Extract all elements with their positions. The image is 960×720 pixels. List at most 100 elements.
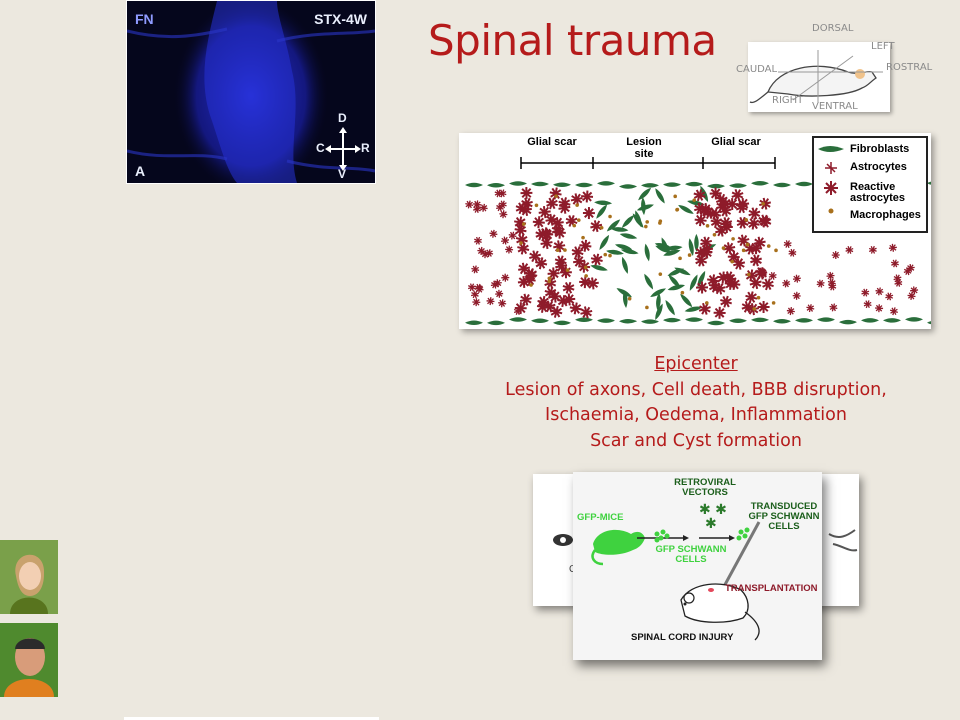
label-gfp-schwann-cells: GFP SCHWANN CELLS bbox=[651, 545, 731, 565]
astrocyte-cell bbox=[470, 264, 481, 275]
legend-fibroblasts: Fibroblasts bbox=[850, 144, 909, 155]
astrocyte-cell bbox=[467, 282, 478, 293]
label-transduced-cells: TRANSDUCED GFP SCHWANN CELLS bbox=[747, 502, 821, 532]
macrophage-cell bbox=[645, 220, 649, 224]
fibroblast-cell bbox=[575, 183, 593, 188]
astrocyte-cell bbox=[489, 229, 498, 238]
astrocyte-cell bbox=[498, 299, 507, 308]
macrophage-cell bbox=[584, 266, 588, 270]
fibroblast-cell bbox=[594, 203, 608, 220]
astrocyte-cell bbox=[815, 278, 826, 289]
fibroblast-cell bbox=[553, 321, 571, 326]
orient-caudal: CAUDAL bbox=[736, 64, 777, 75]
fibroblast-cell bbox=[751, 318, 769, 323]
astrocyte-cell bbox=[786, 307, 795, 316]
fibroblast-cell bbox=[663, 318, 681, 323]
axis-label-caudal: C bbox=[316, 141, 325, 155]
legend-box: Fibroblasts Astrocytes Reactive astrocyt… bbox=[812, 136, 928, 233]
macrophage-cell bbox=[556, 248, 560, 252]
astrocyte-cell bbox=[787, 247, 798, 258]
panel-label: A bbox=[135, 163, 145, 179]
astrocyte-cell bbox=[583, 207, 595, 219]
macrophage-cell bbox=[554, 194, 558, 198]
astrocyte-cell bbox=[758, 301, 770, 313]
fibroblast-cell bbox=[677, 203, 695, 216]
legend-astrocytes: Astrocytes bbox=[850, 162, 907, 173]
fibroblast-cell bbox=[707, 321, 725, 326]
macrophage-cell bbox=[744, 218, 748, 222]
svg-text:✱: ✱ bbox=[705, 516, 717, 532]
astrocyte-cell bbox=[500, 236, 509, 245]
macrophage-cell bbox=[519, 241, 523, 245]
fibroblast-cell bbox=[598, 234, 611, 252]
astrocyte-cell bbox=[564, 213, 580, 229]
fibroblast-cell bbox=[619, 232, 638, 241]
fibroblast-cell bbox=[619, 184, 637, 189]
label-spinal-cord-injury: SPINAL CORD INJURY bbox=[631, 633, 733, 643]
astrocyte-cell bbox=[793, 292, 801, 300]
astrocyte-cell bbox=[485, 296, 496, 307]
astrocyte-cell bbox=[868, 245, 879, 256]
astrocyte-cell bbox=[889, 306, 899, 316]
fibroblast-cell bbox=[729, 319, 747, 324]
axis-label-rostral: R bbox=[361, 141, 370, 155]
fibroblast-cell bbox=[620, 256, 630, 275]
fibroblast-cell bbox=[553, 183, 571, 188]
axis-label-dorsal: D bbox=[338, 111, 347, 125]
macrophage-cell bbox=[535, 203, 539, 207]
astrocyte-cell bbox=[499, 210, 508, 219]
macrophage-cell bbox=[731, 237, 735, 241]
orient-right: RIGHT bbox=[772, 95, 803, 106]
macrophage-cell bbox=[705, 301, 709, 305]
fibroblast-cell bbox=[594, 200, 612, 206]
macrophage-cell bbox=[713, 233, 717, 237]
macrophage-cell bbox=[628, 297, 632, 301]
fibroblast-cell bbox=[883, 318, 901, 323]
fibroblast-cell bbox=[597, 181, 615, 186]
astrocyte-cell bbox=[579, 305, 593, 319]
macrophage-cell bbox=[747, 273, 751, 277]
macrophage-cell bbox=[645, 306, 649, 310]
macrophage-cell bbox=[692, 198, 696, 202]
legend-reactive-astrocytes: Reactive astrocytes bbox=[850, 182, 910, 204]
macrophage-cell bbox=[566, 268, 570, 272]
macrophage-cell bbox=[608, 215, 612, 219]
astrocyte-cell bbox=[863, 299, 873, 309]
fibroblast-cell bbox=[679, 292, 694, 308]
astrocyte-cell bbox=[757, 195, 774, 212]
fibroblast-cell bbox=[465, 321, 483, 326]
astrocyte-cell bbox=[890, 258, 901, 269]
fibroblast-cell bbox=[861, 318, 879, 323]
macrophage-cell bbox=[600, 226, 604, 230]
macrophage-cell bbox=[746, 243, 750, 247]
fibroblast-cell bbox=[653, 187, 666, 205]
fibroblast-cell bbox=[575, 318, 593, 323]
fibroblast-cell bbox=[465, 183, 483, 188]
macrophage-cell bbox=[767, 244, 771, 248]
fibroblast-cell bbox=[773, 319, 791, 324]
astrocyte-cell bbox=[860, 287, 870, 297]
orient-left: LEFT bbox=[871, 41, 895, 52]
fibroblast-cell bbox=[795, 318, 813, 323]
astrocyte-cell bbox=[748, 252, 764, 268]
researcher-photo-2 bbox=[0, 623, 58, 697]
caption-heading: Epicenter bbox=[480, 352, 912, 378]
fibroblast-cell bbox=[641, 183, 659, 188]
macrophage-cell bbox=[757, 296, 761, 300]
macrophage-cell bbox=[608, 254, 612, 258]
fibroblast-cell bbox=[685, 182, 703, 187]
macrophage-cell bbox=[774, 249, 778, 253]
macrophage-cell bbox=[603, 253, 607, 257]
macrophage-cell bbox=[706, 224, 710, 228]
fibroblast-cell bbox=[663, 182, 681, 187]
fibroblast-cell bbox=[664, 299, 677, 317]
fibroblast-cell bbox=[531, 319, 549, 324]
macrophage-cell bbox=[761, 202, 765, 206]
orient-rostral: ROSTRAL bbox=[886, 62, 932, 73]
fibroblast-cell bbox=[531, 182, 549, 187]
fibroblast-cell bbox=[773, 183, 791, 188]
fibroblast-cell bbox=[687, 238, 695, 257]
astrocyte-cell bbox=[470, 289, 480, 299]
macrophage-cell bbox=[659, 272, 663, 276]
macrophage-cell bbox=[644, 225, 648, 229]
